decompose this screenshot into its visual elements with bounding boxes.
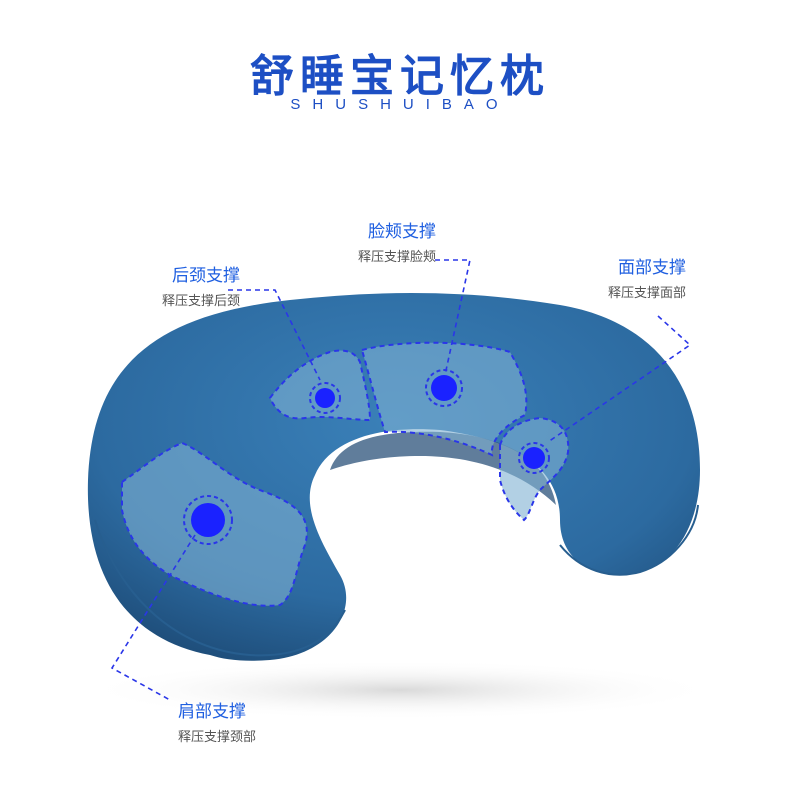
- callout-neck: 后颈支撑 释压支撑后颈: [130, 266, 240, 310]
- callout-desc: 释压支撑后颈: [161, 294, 240, 310]
- neck-support-patch: [268, 349, 372, 422]
- shoulder-dot: [183, 495, 233, 545]
- callout-face: 面部支撑 释压支撑面部: [586, 258, 686, 302]
- callout-cheek: 脸颊支撑 释压支撑脸颊: [336, 222, 436, 266]
- cheek-leader-line: [435, 259, 471, 376]
- shoulder-leader-line: [110, 534, 196, 701]
- callout-heading: 肩部支撑: [178, 702, 246, 722]
- callout-heading: 面部支撑: [618, 258, 686, 278]
- neck-leader-line: [228, 289, 321, 381]
- face-support-patch: [499, 416, 570, 522]
- callout-shoulder: 肩部支撑 释压支撑颈部: [178, 702, 298, 746]
- face-dot: [518, 442, 550, 474]
- face-leader-line: [547, 315, 692, 443]
- page-title: 舒睡宝记忆枕: [250, 51, 550, 102]
- callout-heading: 脸颊支撑: [368, 222, 436, 242]
- cheek-dot: [425, 369, 463, 407]
- callout-desc: 释压支撑面部: [607, 286, 686, 302]
- callout-heading: 后颈支撑: [172, 266, 240, 286]
- callout-desc: 释压支撑脸颊: [357, 250, 436, 266]
- page-subtitle: SHUSHUIBAO: [290, 96, 510, 113]
- neck-dot: [309, 382, 341, 414]
- callout-desc: 释压支撑颈部: [178, 730, 257, 746]
